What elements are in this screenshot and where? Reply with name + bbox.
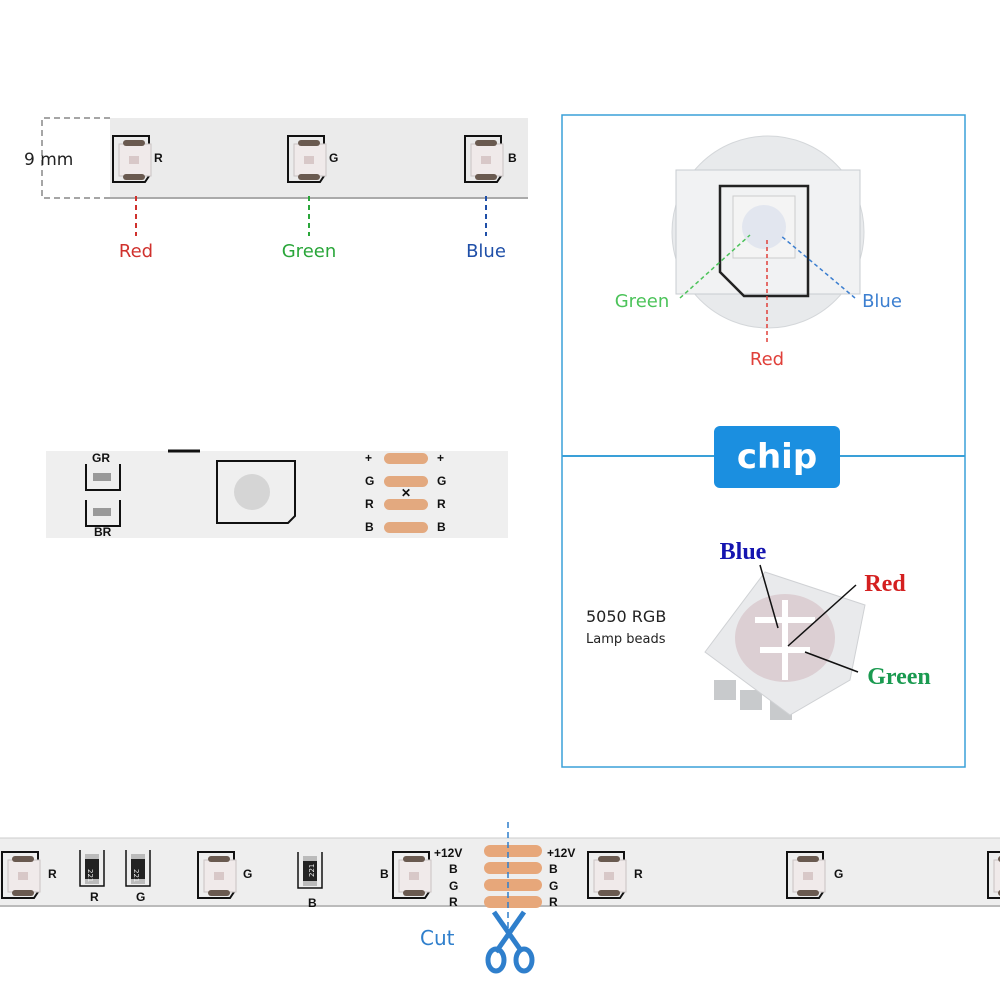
bead-callout-red: Red	[864, 571, 906, 597]
middle-strip: GR BR + G R B + G R B ✕	[46, 449, 508, 539]
bead-callout-green: Green	[867, 664, 931, 690]
solder-pad	[484, 879, 542, 891]
solder-pad	[484, 845, 542, 857]
led-mark: G	[329, 151, 338, 165]
callout-red: Red	[119, 241, 153, 262]
solder-pad	[384, 522, 428, 533]
led-mark: R	[154, 151, 163, 165]
pad-label: +12V	[434, 846, 462, 860]
led-mark: B	[380, 867, 389, 881]
closeup-led-outline	[718, 184, 810, 298]
scissors-icon	[485, 910, 535, 974]
pad-label: B	[449, 862, 458, 876]
solder-pad	[384, 499, 428, 510]
pad-label: G	[437, 474, 446, 488]
resistor-mark: BR	[94, 525, 112, 539]
closeup-callout-red: Red	[750, 349, 784, 370]
resistor-mark: G	[136, 890, 145, 904]
closeup-callout-blue: Blue	[862, 291, 902, 312]
led-5050	[234, 474, 270, 510]
pad-label: B	[437, 520, 446, 534]
bead-5050	[704, 571, 866, 720]
width-dimension-box	[41, 117, 110, 199]
closeup-callout-green: Green	[615, 291, 670, 312]
chip-panel: Green Blue Red chip Blue Red Green 5050 …	[561, 114, 966, 768]
resistor-outline	[85, 500, 121, 527]
pad-label: G	[549, 879, 558, 893]
callout-green: Green	[282, 241, 337, 262]
cut-label: Cut	[420, 926, 455, 950]
led-5050-outline	[216, 460, 296, 524]
pad-label: G	[365, 474, 374, 488]
pad-label: +	[365, 451, 372, 465]
pad-label: B	[365, 520, 374, 534]
bead-callout-blue: Blue	[720, 539, 767, 565]
solder-pad	[384, 476, 428, 487]
resistor-code: 221	[132, 869, 140, 882]
callout-blue: Blue	[466, 241, 506, 262]
resistor-mark: R	[90, 890, 99, 904]
pad-label: R	[449, 895, 458, 909]
solder-pad	[384, 453, 428, 464]
bead-subtitle: Lamp beads	[586, 632, 666, 647]
led-mark: R	[634, 867, 643, 881]
resistor-outline	[85, 464, 121, 491]
width-label: 9 mm	[24, 150, 73, 170]
resistor-mark: B	[308, 896, 317, 910]
pad-label: +12V	[547, 846, 575, 860]
pad-label: B	[549, 862, 558, 876]
solder-pad	[484, 862, 542, 874]
pad-label: G	[449, 879, 458, 893]
resistor-code: 221	[86, 869, 94, 882]
top-strip: 9 mm R G B Red Green Blue	[24, 117, 528, 262]
resistor-code: 221	[308, 864, 316, 877]
led-mark: G	[243, 867, 252, 881]
led-mark: G	[834, 867, 843, 881]
solder-pad	[484, 896, 542, 908]
pad-label: R	[437, 497, 446, 511]
bead-title: 5050 RGB	[586, 607, 666, 626]
chip-badge-text: chip	[737, 437, 817, 477]
chip-badge	[714, 426, 840, 488]
pad-label: +	[437, 451, 444, 465]
led-mark: B	[508, 151, 517, 165]
led-mark: R	[48, 867, 57, 881]
cut-mark: ✕	[401, 486, 411, 500]
pad-label: R	[365, 497, 374, 511]
pad-label: R	[549, 895, 558, 909]
bottom-strip: R G B R G 221 221 221 R G B +12V B G R +…	[0, 822, 1000, 974]
resistor-mark: GR	[92, 451, 110, 465]
